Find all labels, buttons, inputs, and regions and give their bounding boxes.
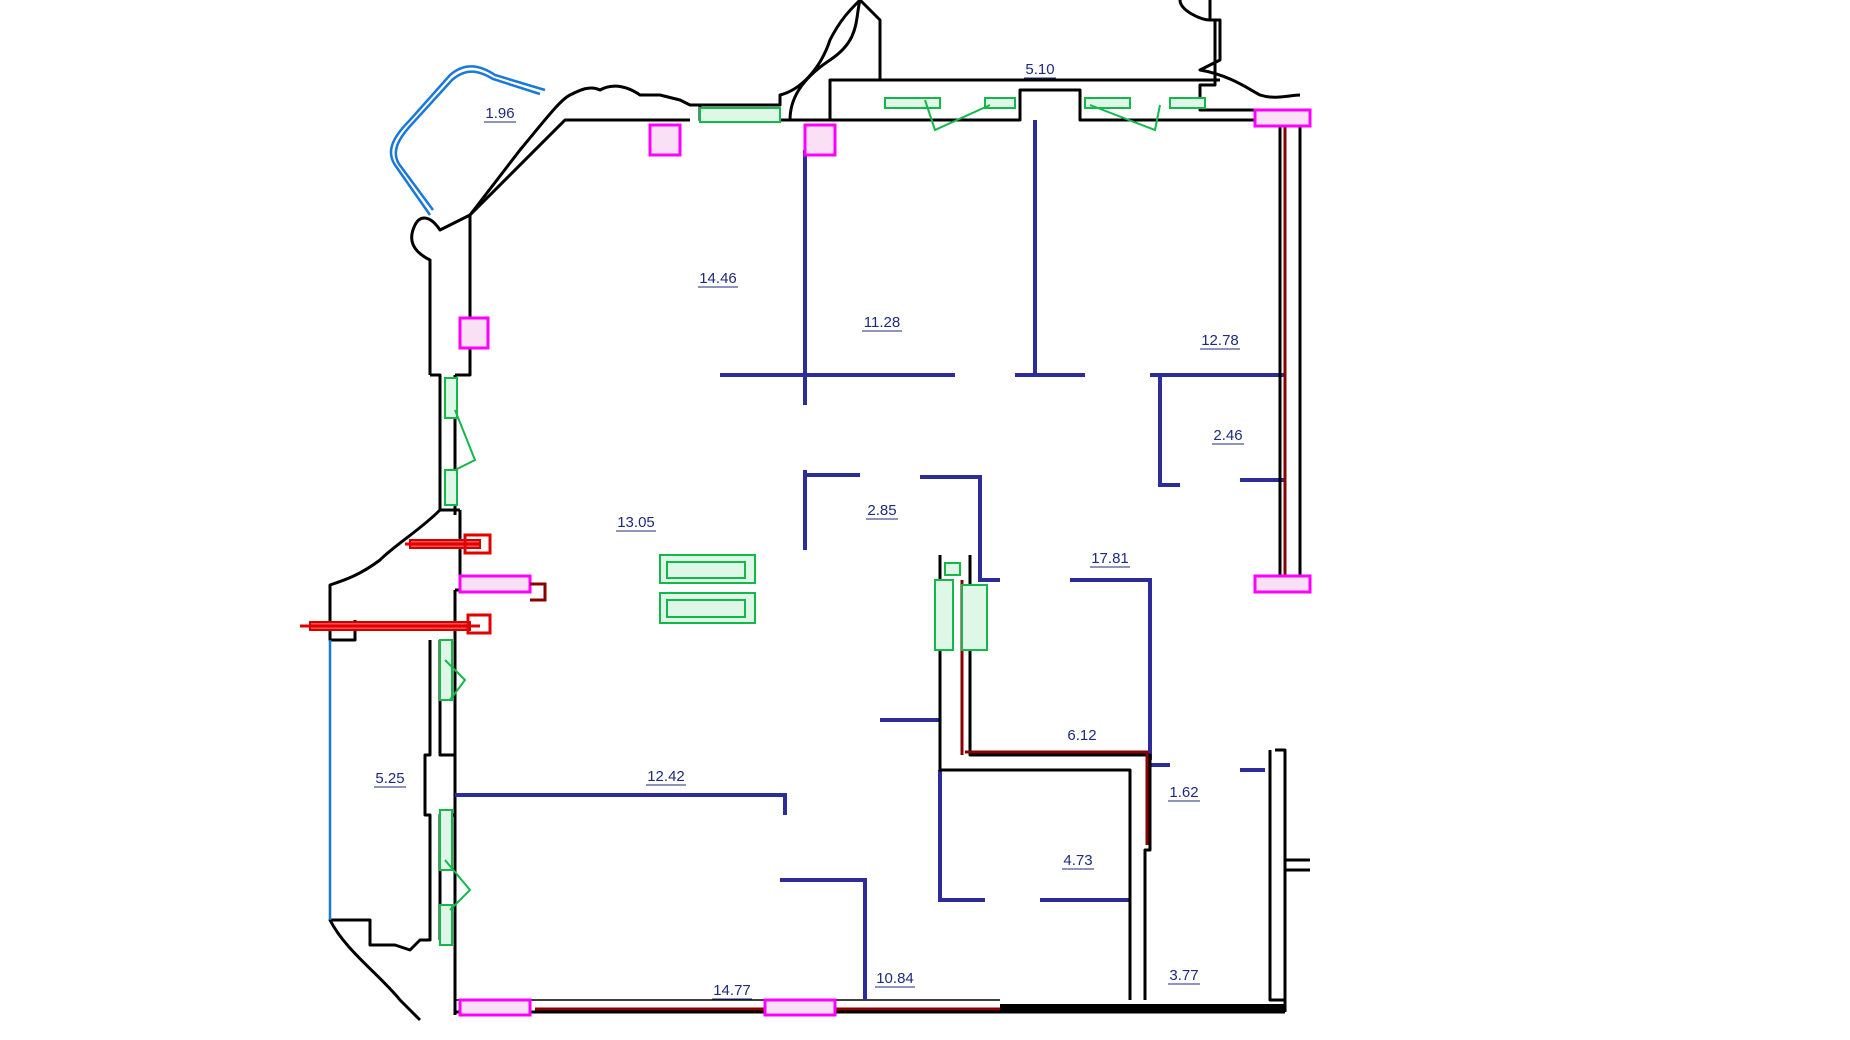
svg-text:10.84: 10.84	[876, 970, 914, 987]
svg-text:17.81: 17.81	[1091, 550, 1129, 567]
room-label: 12.42	[646, 768, 686, 786]
svg-text:13.05: 13.05	[617, 514, 655, 531]
svg-text:3.77: 3.77	[1169, 967, 1198, 984]
balcony-outlines	[328, 65, 546, 920]
svg-text:12.78: 12.78	[1201, 332, 1239, 349]
room-label: 10.84	[875, 970, 915, 988]
room-label: 13.05	[616, 514, 656, 532]
svg-text:5.25: 5.25	[375, 770, 404, 787]
area-labels: 1.96 5.10 14.46 11.28 12.78 2.46 13.05	[374, 61, 1244, 1000]
columns	[458, 108, 1312, 1017]
room-label: 1.96	[484, 105, 516, 123]
room-label: 4.73	[1062, 852, 1094, 870]
room-label: 14.46	[698, 270, 738, 288]
shaft-walls	[535, 122, 1302, 1011]
svg-text:5.10: 5.10	[1025, 61, 1054, 78]
svg-text:1.96: 1.96	[485, 105, 514, 122]
room-label: 1.62	[1168, 784, 1200, 802]
svg-text:14.46: 14.46	[699, 270, 737, 287]
room-label: 5.10	[1024, 61, 1056, 79]
svg-text:4.73: 4.73	[1063, 852, 1092, 869]
svg-text:2.85: 2.85	[867, 502, 896, 519]
room-label: 11.28	[862, 314, 902, 332]
room-label: 6.12	[1067, 727, 1096, 744]
room-label: 2.46	[1212, 427, 1244, 445]
svg-text:11.28: 11.28	[864, 314, 900, 331]
room-label: 17.81	[1090, 550, 1130, 568]
room-label: 5.25	[374, 770, 406, 788]
windows	[439, 97, 1206, 946]
svg-text:6.12: 6.12	[1067, 727, 1096, 744]
partitions	[455, 120, 1285, 1000]
heating-pipes	[300, 533, 547, 635]
svg-text:14.77: 14.77	[713, 982, 751, 999]
room-label: 3.77	[1168, 967, 1200, 985]
svg-text:12.42: 12.42	[647, 768, 685, 785]
room-label: 2.85	[866, 502, 898, 520]
room-label: 14.77	[712, 982, 752, 1000]
svg-text:1.62: 1.62	[1169, 784, 1198, 801]
room-label: 12.78	[1200, 332, 1240, 350]
svg-text:2.46: 2.46	[1213, 427, 1242, 444]
